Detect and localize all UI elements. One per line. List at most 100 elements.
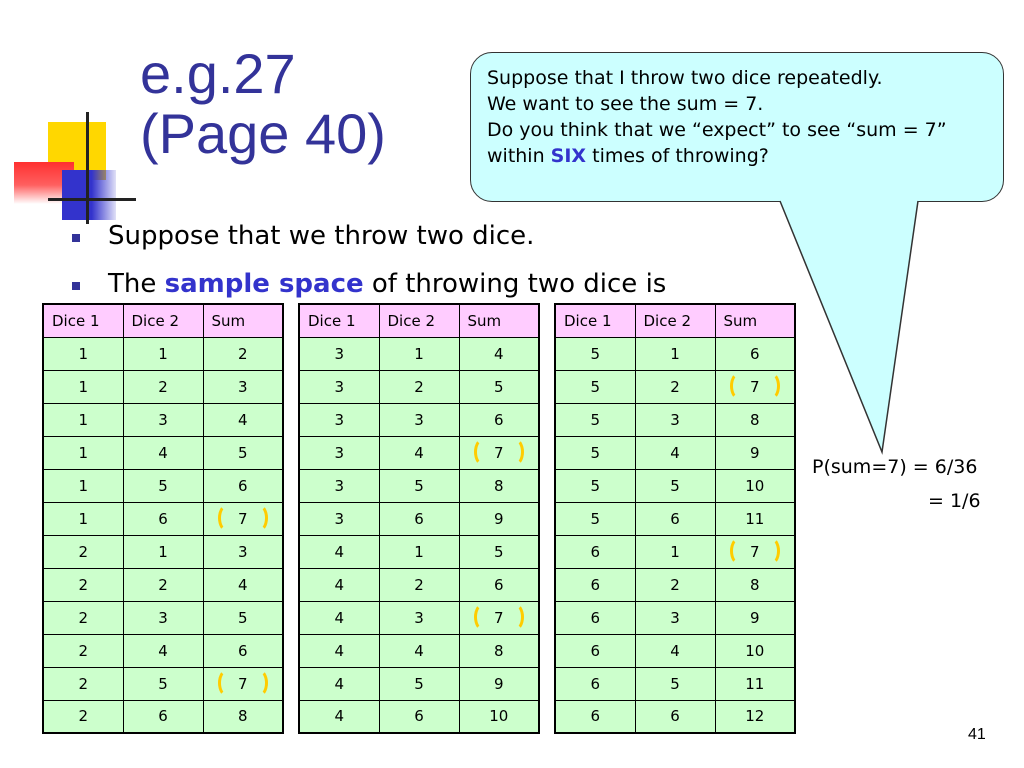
column-header: Dice 1 [42,303,124,338]
dice-cell: 6 [554,666,636,701]
dice-cell: 3 [378,402,460,437]
dice-cell: 4 [634,435,716,470]
column-header: Dice 2 [378,303,460,338]
dice-cell: 1 [42,369,124,404]
dice-cell: 4 [298,600,380,635]
dice-cell: 4 [298,567,380,602]
callout-line-3-pre: Do you think that we “expect” to see “su… [487,119,947,167]
dice-cell: 5 [554,435,636,470]
dice-cell: 5 [634,468,716,503]
callout-tail-fill [780,200,918,452]
dice-cell: 1 [634,534,716,569]
sum-cell: 10 [714,468,796,503]
dice-cell: 1 [122,534,204,569]
bullet-item: The sample space of throwing two dice is [72,260,666,308]
dice-cell: 4 [378,435,460,470]
dice-cell: 2 [378,567,460,602]
sum-cell: 4 [202,567,284,602]
dice-cell: 5 [122,666,204,701]
page-number: 41 [968,726,986,743]
bullet-list: Suppose that we throw two dice. The samp… [72,212,666,308]
dice-cell: 3 [122,402,204,437]
dice-cell: 3 [378,600,460,635]
sum-cell: 9 [714,435,796,470]
sum-cell: 7 [458,600,540,635]
dice-cell: 3 [298,501,380,536]
decor-blue-square [62,170,116,220]
dice-cell: 1 [42,336,124,371]
dice-cell: 3 [298,435,380,470]
column-header: Sum [714,303,796,338]
callout-line-3: Do you think that we “expect” to see “su… [487,117,987,169]
sum-cell: 8 [714,567,796,602]
sum-cell: 7 [202,501,284,536]
dice-cell: 6 [554,633,636,668]
dice-cell: 2 [634,567,716,602]
sum-cell: 10 [714,633,796,668]
dice-cell: 5 [378,468,460,503]
column-header: Dice 2 [122,303,204,338]
bullet-highlight: sample space [164,269,364,299]
callout-highlight: SIX [550,145,587,167]
column-header: Sum [202,303,284,338]
dice-cell: 5 [554,402,636,437]
dice-cell: 1 [378,534,460,569]
dice-cell: 4 [298,699,380,734]
dice-cell: 1 [634,336,716,371]
dice-cell: 2 [42,699,124,734]
callout-line-3-post: times of throwing? [586,145,769,167]
dice-cell: 3 [298,468,380,503]
decor-vertical-line [86,112,89,224]
sum-cell: 4 [458,336,540,371]
sum-cell: 8 [458,633,540,668]
dice-cell: 2 [42,666,124,701]
callout-tail-outline [779,200,919,455]
sum-cell: 9 [458,501,540,536]
sum-cell: 6 [202,468,284,503]
sum-cell: 3 [202,369,284,404]
sum-cell: 6 [202,633,284,668]
probability-line-2: = 1/6 [928,490,981,512]
sum-cell: 7 [202,666,284,701]
dice-cell: 6 [122,501,204,536]
probability-result: P(sum=7) = 6/36 = 1/6 [812,450,981,518]
decor-horizontal-line [48,198,136,201]
dice-cell: 1 [42,402,124,437]
dice-cell: 6 [554,699,636,734]
title-line-2: (Page 40) [140,102,386,165]
dice-cell: 3 [122,600,204,635]
dice-cell: 3 [298,336,380,371]
dice-cell: 4 [378,633,460,668]
dice-cell: 5 [554,468,636,503]
sum-cell: 12 [714,699,796,734]
dice-cell: 2 [122,567,204,602]
sum-cell: 2 [202,336,284,371]
probability-line-1: P(sum=7) = 6/36 [812,456,978,478]
